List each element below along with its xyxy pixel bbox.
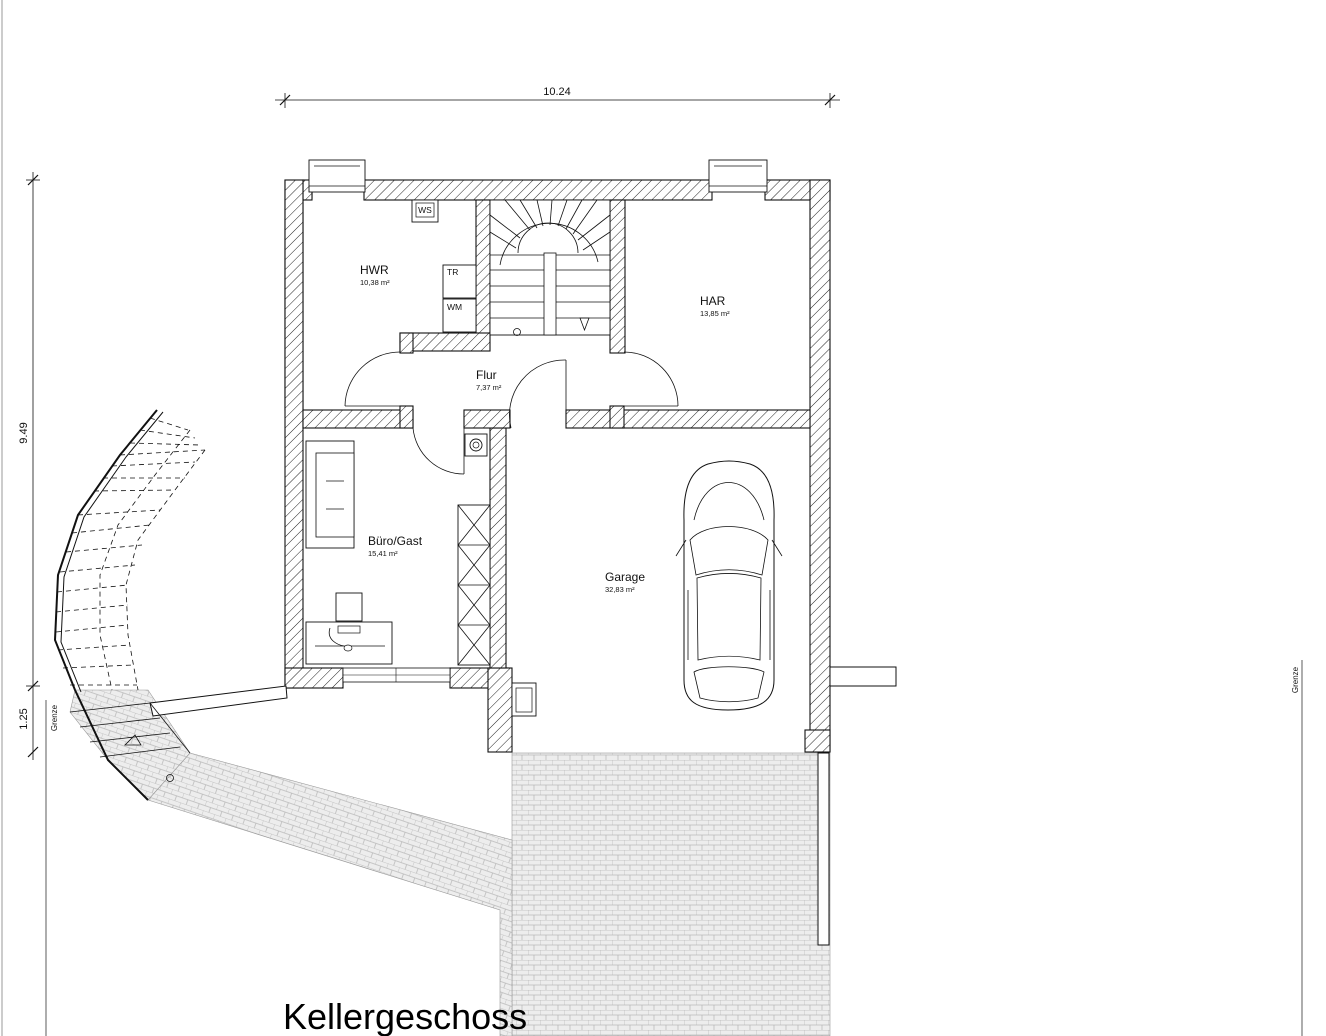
room-hwr: HWR 10,38 m² — [360, 263, 390, 287]
room-hwr-area: 10,38 m² — [360, 278, 390, 287]
room-buero-name: Büro/Gast — [368, 534, 423, 548]
dryer-label: TR — [447, 267, 458, 277]
dryer: TR — [442, 264, 477, 299]
washing-machine-label: WM — [447, 302, 462, 312]
washbasin-label: WS — [418, 205, 432, 215]
car — [675, 460, 783, 711]
window-har — [708, 159, 768, 193]
room-flur: Flur 7,37 m² — [476, 368, 502, 392]
dimension-height: 9.49 1.25 — [18, 172, 40, 760]
dimension-offset-label: 1.25 — [18, 708, 30, 729]
room-buero-area: 15,41 m² — [368, 549, 398, 558]
dimension-height-label: 9.49 — [18, 422, 30, 443]
doors — [344, 351, 679, 475]
window-buero — [342, 667, 451, 683]
boiler — [464, 433, 488, 457]
cabinet — [457, 504, 491, 666]
washing-machine: WM — [442, 298, 477, 333]
boundary-label-right: Grenze — [1291, 666, 1300, 693]
sofa — [305, 440, 355, 549]
room-garage-name: Garage — [605, 570, 645, 584]
outdoor-stairs — [53, 409, 206, 801]
room-garage: Garage 32,83 m² — [605, 570, 645, 594]
room-har-area: 13,85 m² — [700, 309, 730, 318]
property-boundary-right: Grenze — [1291, 660, 1303, 1036]
boundary-label-left: Grenze — [50, 704, 59, 731]
garage-sink — [511, 682, 537, 717]
desk — [305, 592, 393, 665]
dimension-width: 10.24 — [275, 86, 840, 108]
property-boundary-left: Grenze — [45, 700, 59, 1036]
room-garage-area: 32,83 m² — [605, 585, 635, 594]
washbasin: WS — [411, 199, 439, 223]
room-har: HAR 13,85 m² — [700, 294, 730, 318]
walls — [284, 179, 831, 753]
room-flur-name: Flur — [476, 368, 497, 382]
paved-driveway — [69, 689, 831, 1036]
room-buero: Büro/Gast 15,41 m² — [368, 534, 423, 558]
plan-title: Kellergeschoss — [283, 996, 527, 1036]
window-hwr — [308, 159, 366, 193]
room-flur-area: 7,37 m² — [476, 383, 502, 392]
staircase — [489, 199, 611, 336]
dimension-width-label: 10.24 — [543, 86, 571, 98]
retaining-walls — [149, 666, 897, 946]
room-har-name: HAR — [700, 294, 726, 308]
room-hwr-name: HWR — [360, 263, 389, 277]
